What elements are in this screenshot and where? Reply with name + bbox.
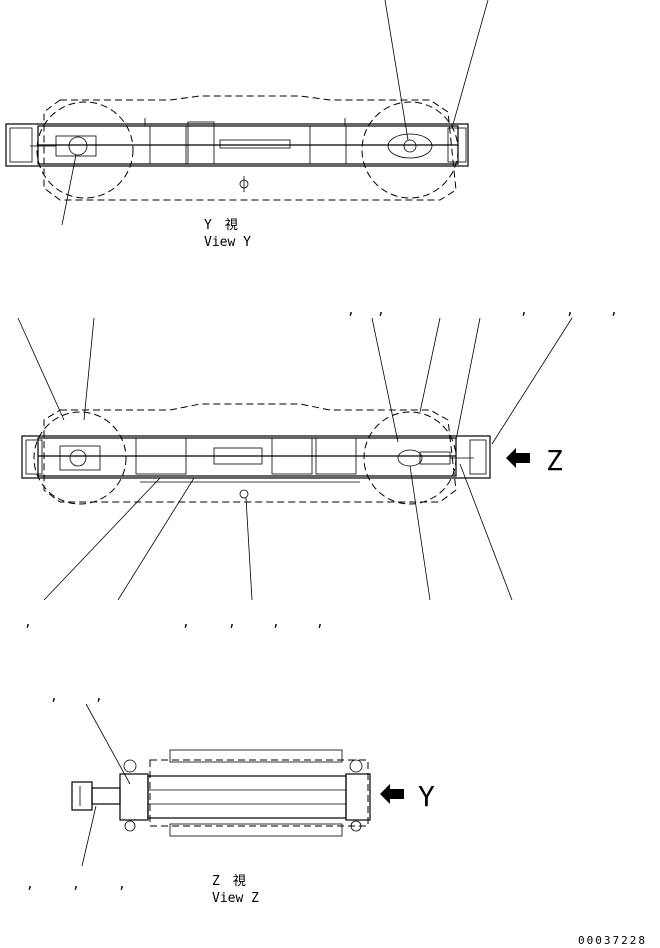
callout-comma: , [377,303,385,318]
callout-comma: , [118,877,126,892]
callout-comma: , [347,303,355,318]
callout-comma: , [272,615,280,630]
view-z-label-en: View Z [212,891,259,906]
callout-comma: , [50,689,58,704]
callout-comma: , [566,303,574,318]
arrow-y-label: Y [418,780,435,813]
callout-comma: , [520,303,528,318]
view-z-label-jp: Z 視 [212,874,246,889]
callout-comma: , [182,615,190,630]
callout-comma: , [316,615,324,630]
middle-view-drawing [17,317,573,601]
callout-comma: , [228,615,236,630]
view-y-label-en: View Y [204,235,251,250]
view-y-label-jp: Y 視 [204,218,238,233]
view-z-drawing [71,703,404,867]
callout-comma: , [610,303,618,318]
arrow-z-label: Z [546,444,563,477]
drawing-number: 00037228 [578,934,647,947]
callout-comma: , [95,689,103,704]
view-y-drawing [5,0,489,226]
callout-comma: , [26,877,34,892]
callout-comma: , [24,615,32,630]
callout-comma: , [72,877,80,892]
